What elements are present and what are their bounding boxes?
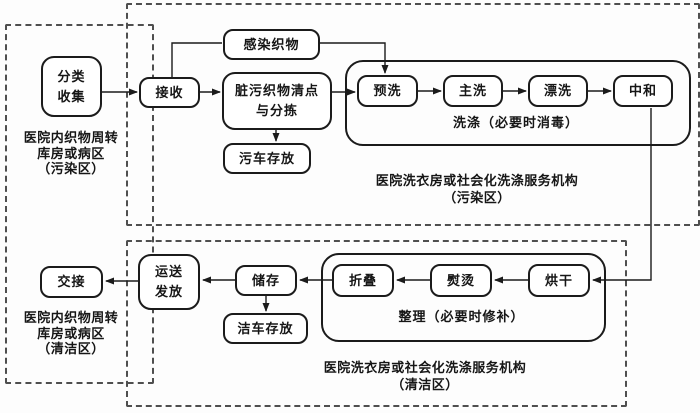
node-sort-collect: 分类 收集 (41, 56, 102, 117)
node-main-wash: 主洗 (443, 75, 503, 107)
node-infected-textiles: 感染织物 (223, 29, 320, 60)
node-receive: 接收 (139, 77, 200, 108)
node-prewash: 预洗 (357, 75, 418, 107)
zone-hospital-turnover (5, 24, 154, 384)
zone-laundry-clean (126, 240, 627, 407)
zone-label-hospital-clean: 医院内织物周转 库房或病区 （清洁区） (23, 310, 119, 356)
finishing-group-label: 整理（必要时修补） (398, 309, 525, 324)
node-fold: 折叠 (332, 264, 394, 297)
node-clean-cart-storage: 洁车存放 (223, 313, 308, 344)
zone-laundry-contaminated (126, 3, 700, 226)
node-store: 储存 (235, 265, 297, 296)
arrow-infected-to-prewash (320, 42, 389, 74)
node-neutralize: 中和 (613, 75, 673, 107)
node-dry: 烘干 (528, 264, 590, 297)
zone-label-laundry-contaminated: 医院洗衣房或社会化洗涤服务机构 （污染区） (375, 173, 579, 205)
finishing-group-container (321, 253, 606, 342)
washing-group-label: 洗涤（必要时消毒） (452, 115, 579, 130)
arrow-neutralize-to-dry (592, 108, 652, 284)
node-iron: 熨烫 (430, 264, 492, 297)
zone-label-laundry-clean: 医院洗衣房或社会化洗涤服务机构 （清洁区） (323, 360, 527, 392)
node-dirty-cart-storage: 污车存放 (223, 143, 311, 174)
zone-label-hospital-contaminated: 医院内织物周转 库房或病区 （污染区） (23, 130, 119, 176)
node-transport-distribute: 运送 发放 (138, 254, 200, 310)
line-receive-to-infected (171, 42, 222, 77)
node-rinse: 漂洗 (528, 75, 588, 107)
washing-group-container (345, 60, 691, 146)
node-dirty-count-sort: 脏污织物清点 与分拣 (222, 72, 332, 130)
node-handover: 交接 (40, 266, 103, 298)
